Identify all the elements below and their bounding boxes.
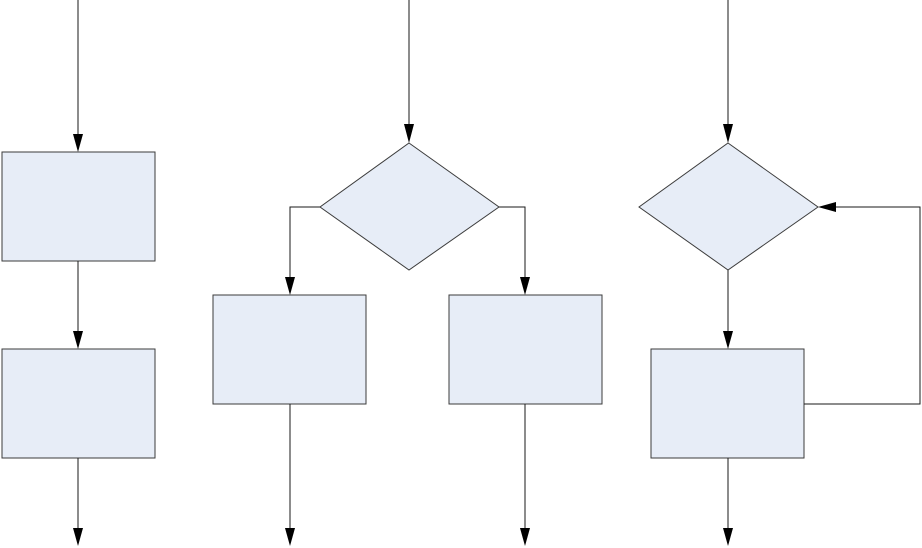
sel-entry-arrowhead xyxy=(404,124,414,143)
sel-left-branch-arrowhead xyxy=(285,277,295,295)
seq-entry-arrowhead xyxy=(73,134,83,152)
loop-body-entry-arrowhead xyxy=(723,331,733,349)
loop-back-edge xyxy=(804,206,921,405)
seq-exit-arrowhead xyxy=(73,528,83,546)
loop-body-box xyxy=(650,348,805,459)
seq-step-1-box xyxy=(1,151,156,262)
sel-right-branch-edge xyxy=(499,206,526,281)
sel-branch-left-box xyxy=(212,294,367,405)
sel-left-exit-arrowhead xyxy=(285,528,295,546)
loop-flowchart xyxy=(638,0,921,546)
selection-flowchart xyxy=(212,0,603,546)
sel-branch-right-box xyxy=(448,294,603,405)
loop-back-arrowhead xyxy=(818,202,836,212)
sel-decision-diamond xyxy=(319,142,500,271)
seq-middle-arrowhead xyxy=(73,331,83,349)
seq-step-2-box xyxy=(1,348,156,459)
sel-left-branch-edge xyxy=(289,206,320,281)
sequence-flowchart xyxy=(1,0,156,546)
loop-decision-diamond xyxy=(638,142,819,271)
loop-exit-arrowhead xyxy=(723,528,733,546)
sel-right-branch-arrowhead xyxy=(520,277,530,295)
loop-entry-arrowhead xyxy=(723,124,733,143)
sel-right-exit-arrowhead xyxy=(520,528,530,546)
